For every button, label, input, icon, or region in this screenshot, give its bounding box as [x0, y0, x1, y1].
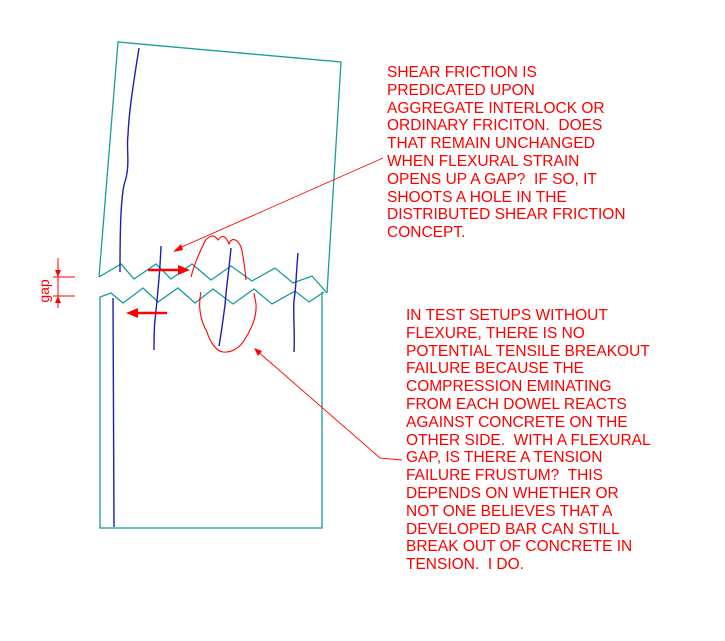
shear-arrowhead-top: [178, 265, 190, 275]
leader-line-top: [174, 157, 384, 251]
note-line: DISTRIBUTED SHEAR FRICTION: [387, 206, 626, 224]
note-line: OPENS UP A GAP? IF SO, IT: [387, 170, 597, 188]
note-line: COMPRESSION EMINATING: [406, 378, 612, 396]
note-line: DEPENDS ON WHETHER OR: [406, 484, 619, 502]
note-line: PREDICATED UPON: [387, 81, 535, 99]
leader-arrowhead-bottom: [254, 348, 262, 356]
dowel-1: [153, 245, 162, 351]
dowel-3: [293, 252, 299, 353]
note-line: WHEN FLEXURAL STRAIN: [387, 152, 580, 170]
note-line: AGGREGATE INTERLOCK OR: [387, 99, 605, 117]
note-line: DEVELOPED BAR CAN STILL: [406, 520, 620, 538]
note-line: ORDINARY FRICITON. DOES: [387, 117, 603, 135]
rebar-left-upper: [119, 47, 140, 273]
note-line: FAILURE FRUSTUM? THIS: [406, 467, 603, 485]
note-line: FLEXURE, THERE IS NO: [406, 324, 585, 342]
note-line: FAILURE BECAUSE THE: [406, 360, 585, 378]
note-line: IN TEST SETUPS WITHOUT: [406, 307, 608, 324]
note-line: NOT ONE BELIEVES THAT A: [406, 502, 613, 520]
lower-block-outline: [99, 292, 323, 529]
note-line: POTENTIAL TENSILE BREAKOUT: [406, 342, 650, 360]
dowel-2: [218, 247, 232, 347]
note-line: OTHER SIDE. WITH A FLEXURAL: [406, 431, 651, 449]
note-line: BREAK OUT OF CONCRETE IN: [406, 538, 633, 556]
note-line: GAP, IS THERE A TENSION: [406, 449, 603, 467]
note-line: SHOOTS A HOLE IN THE: [387, 188, 567, 206]
gap-label: gap: [36, 279, 52, 303]
note-line: SHEAR FRICTION IS: [387, 64, 537, 81]
leader-arrowhead-top: [173, 244, 183, 252]
gap-dim-arrow-down: [55, 270, 61, 277]
shear-arrowhead-bottom: [126, 308, 138, 318]
gap-dim-arrow-up: [55, 296, 61, 303]
leader-line-bottom: [255, 349, 403, 461]
note-line: CONCEPT.: [387, 224, 466, 242]
breakout-cone-lower: [199, 291, 257, 353]
rebar-left-lower: [112, 297, 115, 528]
note-line: TENSION. I DO.: [406, 556, 524, 574]
upper-block-outline: [98, 41, 342, 294]
upper-crack-edge: [98, 263, 328, 294]
note-line: THAT REMAIN UNCHANGED: [387, 135, 595, 153]
breakout-cone-upper: [190, 235, 247, 281]
lower-crack-edge: [99, 287, 325, 305]
note-line: FROM EACH DOWEL REACTS: [406, 395, 627, 413]
note-line: AGAINST CONCRETE ON THE: [406, 413, 628, 431]
